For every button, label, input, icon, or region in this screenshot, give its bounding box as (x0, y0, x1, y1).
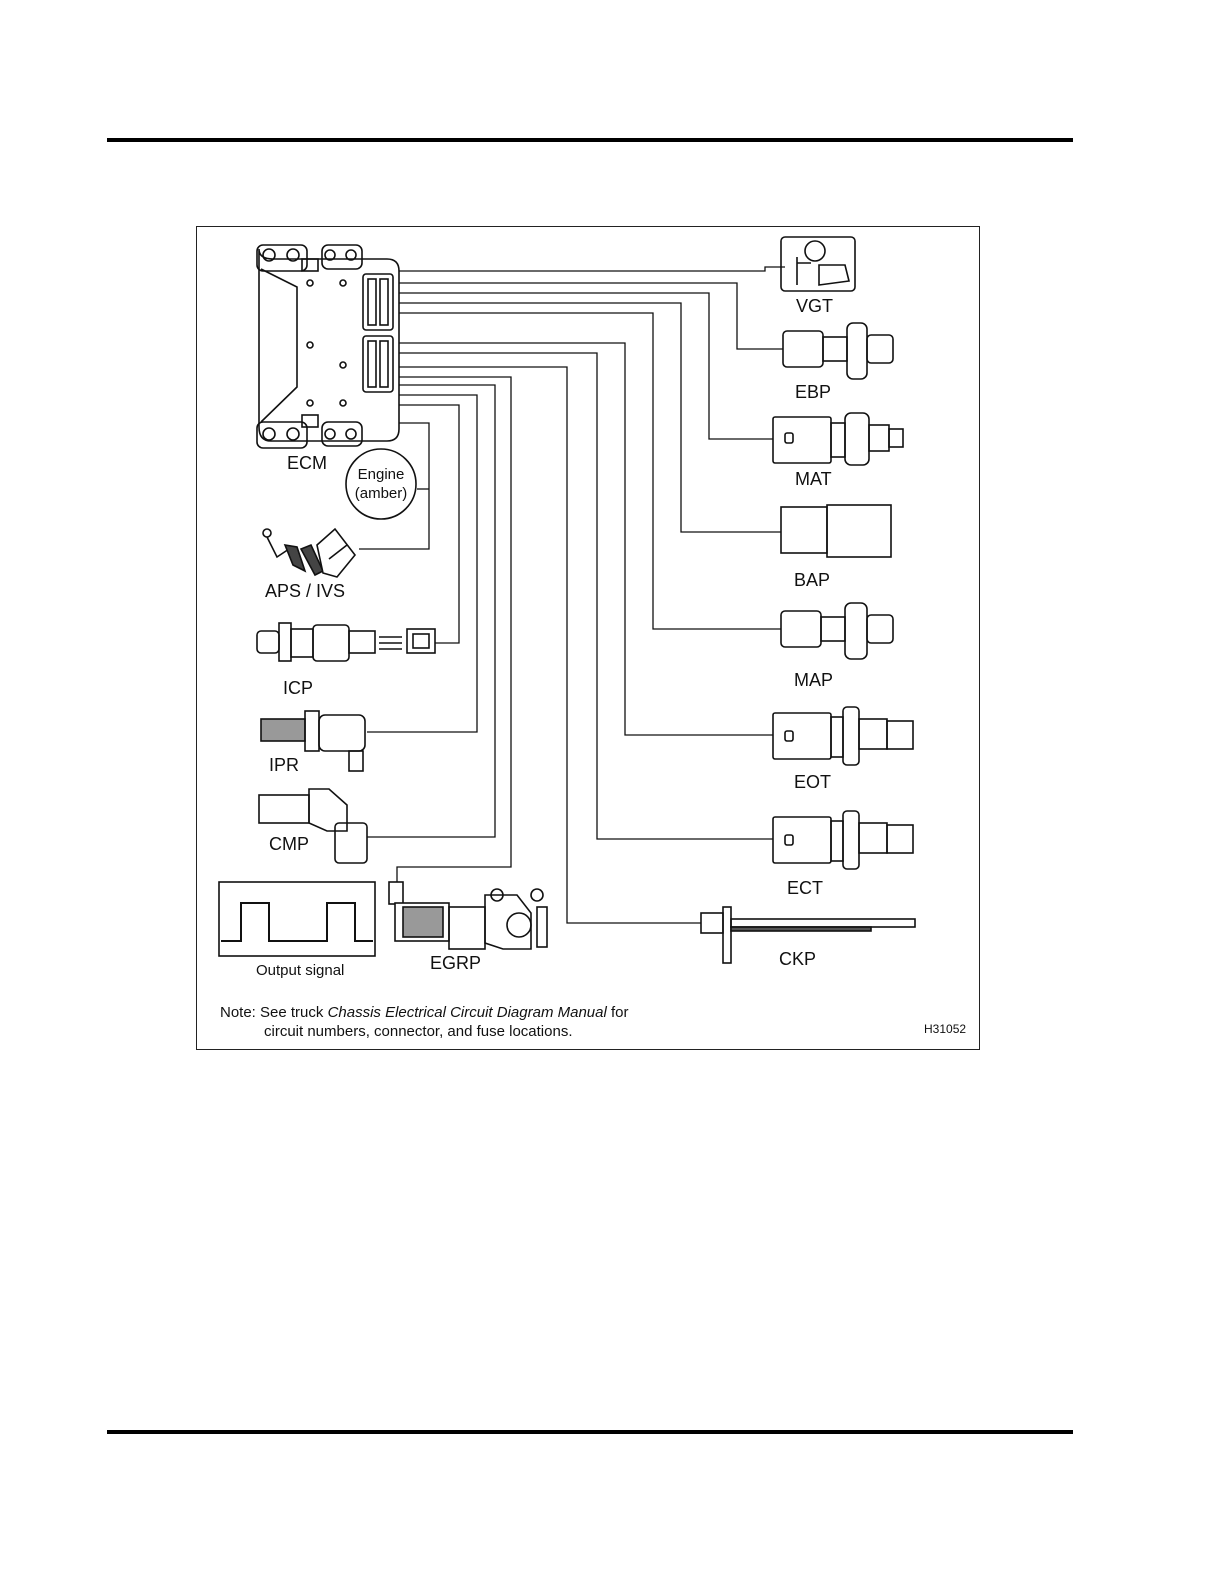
egrp-label: EGRP (430, 953, 481, 974)
engine-lamp-line1: Engine (345, 465, 417, 484)
mat-label: MAT (795, 469, 832, 490)
engine-lamp-line2: (amber) (345, 484, 417, 503)
bap-label: BAP (794, 570, 830, 591)
engine-lamp-label: Engine (amber) (345, 465, 417, 503)
vgt-label: VGT (796, 296, 833, 317)
icp-label: ICP (283, 678, 313, 699)
figure-id: H31052 (924, 1022, 966, 1036)
ebp-label: EBP (795, 382, 831, 403)
figure-note: Note: See truck Chassis Electrical Circu… (220, 1003, 629, 1041)
aps-ivs-label: APS / IVS (265, 581, 345, 602)
bap-sensor (781, 505, 891, 557)
map-sensor (781, 603, 893, 659)
egrp-sensor (389, 882, 547, 949)
output-signal-label: Output signal (256, 962, 344, 979)
note-line2: circuit numbers, connector, and fuse loc… (220, 1022, 629, 1041)
right-harness-wires (359, 267, 785, 923)
ecm-module (257, 245, 399, 448)
cmp-label: CMP (269, 834, 309, 855)
sensor-wiring-diagram: ECM Engine (amber) APS / IVS ICP IPR CMP… (196, 226, 980, 1050)
ipr-label: IPR (269, 755, 299, 776)
map-label: MAP (794, 670, 833, 691)
bottom-rule (107, 1430, 1073, 1434)
note-line1: Note: See truck Chassis Electrical Circu… (220, 1003, 629, 1022)
ect-sensor (773, 811, 913, 869)
ckp-label: CKP (779, 949, 816, 970)
ecm-label: ECM (287, 453, 327, 474)
top-rule (107, 138, 1073, 142)
output-signal-waveform (219, 882, 375, 956)
ebp-sensor (783, 323, 893, 379)
note-manual-title: Chassis Electrical Circuit Diagram Manua… (328, 1004, 607, 1021)
vgt-actuator (781, 237, 855, 291)
mat-sensor (773, 413, 903, 465)
ect-label: ECT (787, 878, 823, 899)
eot-label: EOT (794, 772, 831, 793)
note-suffix: for (607, 1004, 629, 1021)
note-prefix: Note: See truck (220, 1004, 328, 1021)
icp-sensor (257, 623, 435, 661)
aps-ivs-pedal (263, 529, 355, 577)
eot-sensor (773, 707, 913, 765)
diagram-drawing (197, 227, 981, 1051)
